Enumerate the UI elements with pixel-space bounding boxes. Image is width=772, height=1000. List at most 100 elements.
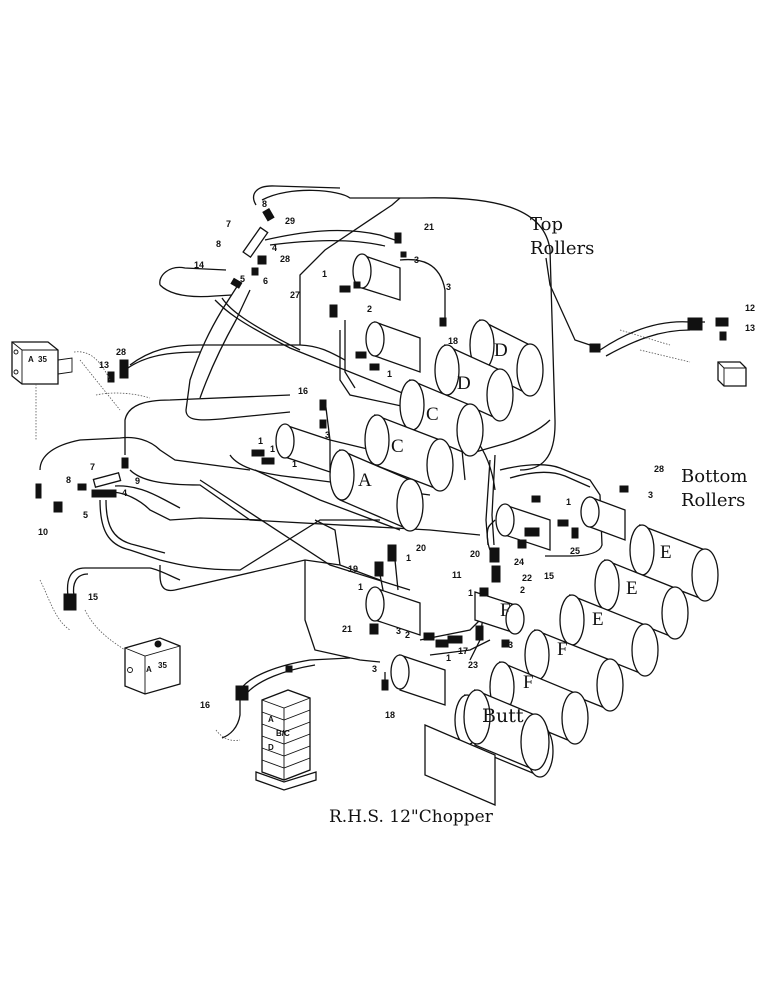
fitting bbox=[557, 519, 569, 527]
fitting bbox=[319, 399, 327, 411]
part-callout: 1 bbox=[258, 436, 263, 446]
roller-cylinder bbox=[424, 724, 496, 806]
part-callout: 3 bbox=[396, 626, 401, 636]
roller-cylinder bbox=[329, 449, 424, 532]
part-callout: 12 bbox=[745, 303, 755, 313]
part-callout: 8 bbox=[66, 475, 71, 485]
hose-line bbox=[199, 289, 251, 399]
hose-line bbox=[129, 344, 346, 366]
part-callout: 5 bbox=[83, 510, 88, 520]
hose-line bbox=[124, 351, 201, 371]
block-label: A bbox=[146, 665, 152, 674]
part-callout: 1 bbox=[358, 582, 363, 592]
part-callout: 2 bbox=[405, 630, 410, 640]
fitting bbox=[381, 679, 389, 691]
fitting bbox=[77, 483, 87, 491]
part-callout: 29 bbox=[285, 216, 295, 226]
hose-line bbox=[304, 560, 381, 663]
part-callout: 28 bbox=[654, 464, 664, 474]
roller-letter: E bbox=[592, 609, 604, 630]
hose-line bbox=[464, 419, 551, 456]
butt-label: Butt bbox=[482, 705, 524, 727]
roller-cylinders bbox=[275, 253, 719, 806]
part-callout: 15 bbox=[544, 571, 554, 581]
part-callout: 7 bbox=[90, 462, 95, 472]
part-callout: 18 bbox=[385, 710, 395, 720]
fitting bbox=[394, 232, 402, 244]
hose-line bbox=[221, 700, 241, 739]
hose-line bbox=[394, 559, 399, 591]
part-callout: 9 bbox=[135, 476, 140, 486]
part-callout: 25 bbox=[570, 546, 580, 556]
block-label: D bbox=[268, 743, 274, 752]
hose-line bbox=[486, 519, 496, 551]
roller-cylinder bbox=[524, 629, 624, 712]
fitting bbox=[531, 495, 541, 503]
part-callout: 17 bbox=[458, 646, 468, 656]
hose-line bbox=[261, 189, 556, 471]
roller-cylinder bbox=[489, 661, 589, 745]
part-callout: 16 bbox=[298, 386, 308, 396]
hose-line bbox=[66, 567, 181, 597]
part-callout: 13 bbox=[745, 323, 755, 333]
hose-line bbox=[129, 469, 481, 536]
hose-line bbox=[499, 464, 603, 557]
fitting bbox=[369, 363, 380, 371]
fitting bbox=[257, 255, 267, 265]
hose-line bbox=[429, 639, 491, 656]
fitting bbox=[369, 623, 379, 635]
fitting bbox=[571, 527, 579, 539]
part-callout: 19 bbox=[348, 564, 358, 574]
part-callout: 1 bbox=[292, 459, 297, 469]
hose-line bbox=[254, 469, 401, 531]
roller-motor bbox=[365, 586, 421, 636]
part-callout: 3 bbox=[372, 664, 377, 674]
roller-letter: D bbox=[494, 340, 508, 361]
part-callout: 1 bbox=[468, 588, 473, 598]
fitting bbox=[251, 267, 259, 276]
valve-block-top-left bbox=[11, 341, 151, 440]
part-callout: 22 bbox=[522, 573, 532, 583]
fitting bbox=[91, 489, 117, 498]
hose-line bbox=[159, 266, 227, 286]
hose-line bbox=[264, 229, 396, 241]
hose-line bbox=[245, 664, 316, 695]
roller-letter: F bbox=[500, 600, 511, 621]
part-callout: 2 bbox=[367, 304, 372, 314]
fitting bbox=[121, 457, 129, 469]
hose-line bbox=[109, 491, 261, 521]
roller-cylinder bbox=[559, 594, 659, 677]
hose-line bbox=[509, 471, 591, 488]
part-callout: 1 bbox=[322, 269, 327, 279]
fitting bbox=[353, 281, 361, 289]
part-callout: 2 bbox=[520, 585, 525, 595]
part-callout: 3 bbox=[508, 640, 513, 650]
fitting bbox=[439, 317, 447, 327]
fitting bbox=[491, 565, 501, 583]
roller-motor bbox=[365, 321, 421, 373]
fitting bbox=[251, 449, 265, 457]
fitting bbox=[423, 632, 435, 641]
fitting bbox=[479, 587, 489, 597]
fitting bbox=[235, 685, 249, 701]
section-labels: Top Rollers Bottom Rollers Butt R.H.S. 1… bbox=[329, 214, 747, 827]
fitting bbox=[447, 635, 463, 644]
hose-line bbox=[221, 297, 301, 351]
hose-line bbox=[159, 284, 233, 298]
part-callout: 23 bbox=[468, 660, 478, 670]
hose-line bbox=[239, 657, 351, 691]
hose-line bbox=[344, 320, 356, 389]
fitting bbox=[329, 304, 338, 318]
part-callout: 6 bbox=[263, 276, 268, 286]
hose-routing bbox=[39, 185, 705, 739]
hose-line bbox=[185, 284, 291, 421]
fitting bbox=[53, 501, 63, 513]
fitting bbox=[524, 527, 540, 537]
hose-line bbox=[485, 459, 491, 546]
roller-cylinder bbox=[594, 559, 689, 640]
roller-letter: F bbox=[557, 639, 568, 660]
top-rollers-label-line2: Rollers bbox=[530, 238, 594, 259]
part-callout: 24 bbox=[514, 557, 524, 567]
